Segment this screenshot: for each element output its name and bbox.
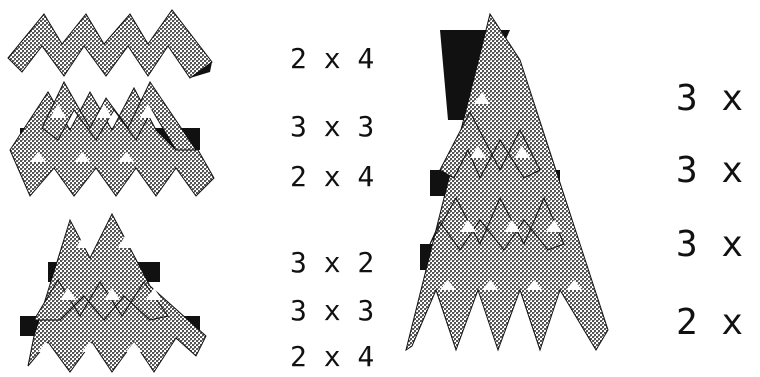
label-3x2-b: 3 x 2 <box>676 150 760 191</box>
label-2x4-c: 2 x 4 <box>290 340 374 373</box>
label-2x4-b: 2 x 4 <box>290 160 374 193</box>
figure-zigzag-2x4 <box>8 10 212 78</box>
figure-three-rows <box>20 214 206 372</box>
label-3x2-a: 3 x 2 <box>290 246 374 279</box>
figure-two-rows <box>10 82 214 196</box>
label-3x3-b: 3 x 3 <box>290 294 374 327</box>
label-3x3-c: 3 x 3 <box>676 224 760 265</box>
labels-group-1: 2 x 4 <box>290 42 374 75</box>
label-3x1: 3 x 1 <box>676 78 760 119</box>
labels-group-4: 3 x 1 3 x 2 3 x 3 2 x 4 <box>676 78 760 343</box>
labels-group-3: 3 x 2 3 x 3 2 x 4 <box>290 246 374 373</box>
label-2x4-d: 2 x 4 <box>676 302 760 343</box>
figure-four-rows <box>406 14 608 350</box>
label-2x4-a: 2 x 4 <box>290 42 374 75</box>
labels-group-2: 3 x 3 2 x 4 <box>290 110 374 193</box>
label-3x3-a: 3 x 3 <box>290 110 374 143</box>
